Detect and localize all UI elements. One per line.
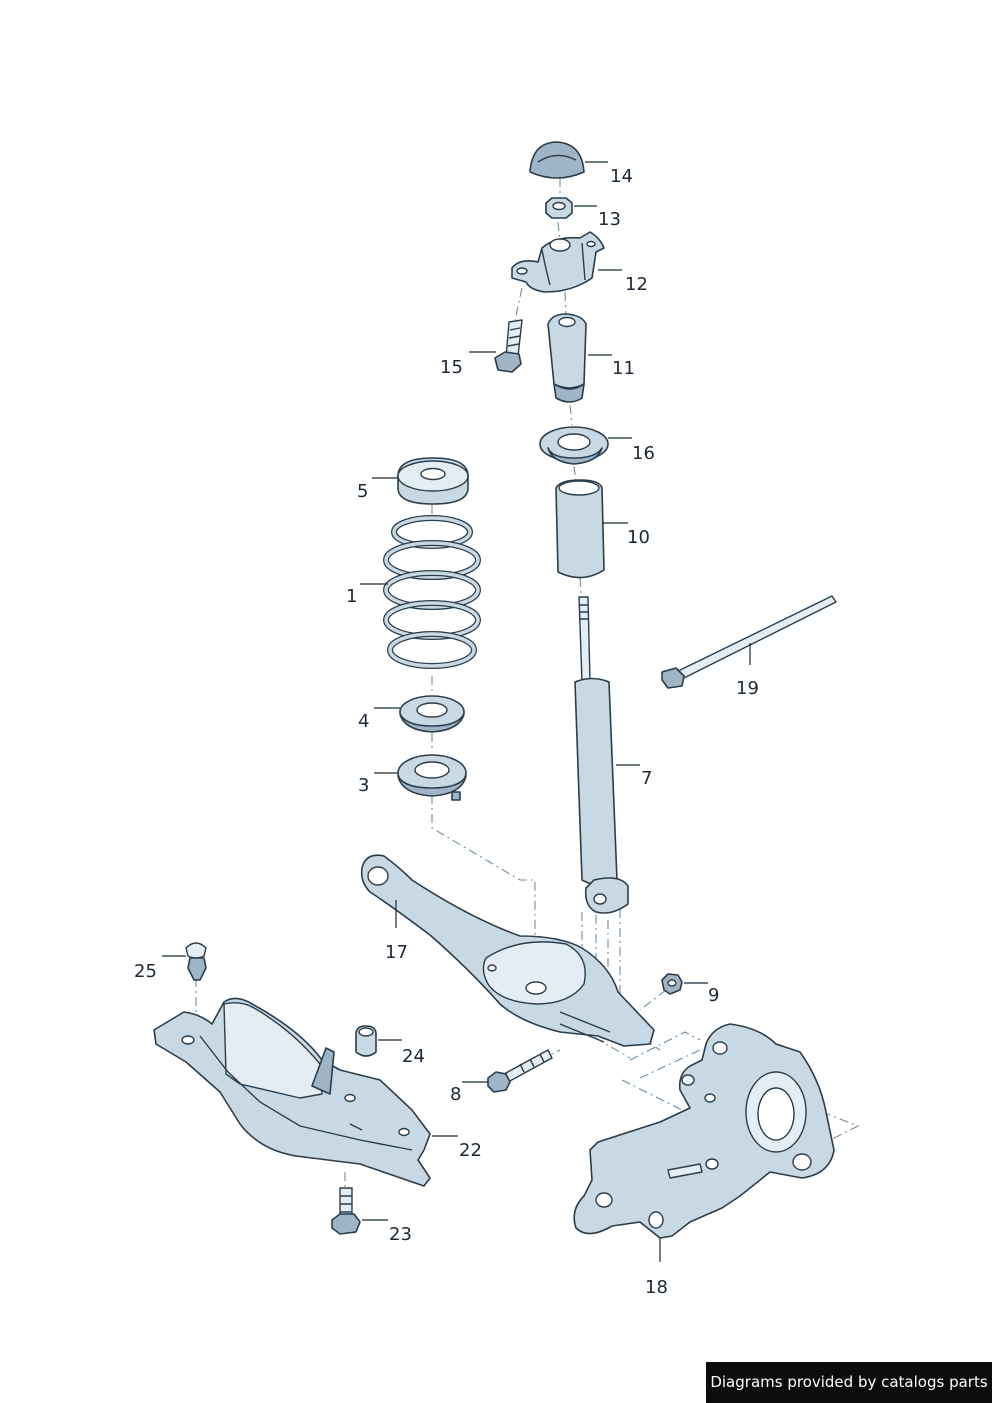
callout-14: 14 bbox=[610, 166, 633, 187]
part-3-lower-seat bbox=[397, 754, 467, 801]
callout-24: 23 bbox=[389, 1224, 412, 1245]
part-16-upper-seat bbox=[539, 426, 609, 465]
part-17-spring-link bbox=[360, 854, 655, 1047]
part-18-wheel-bearing-housing bbox=[573, 1023, 835, 1239]
part-7-shock-absorber bbox=[574, 596, 629, 914]
callout-labels: 14 13 12 15 11 16 10 5 1 4 3 7 19 17 9 8… bbox=[134, 166, 759, 1298]
part-11-bump-stop bbox=[547, 313, 587, 403]
part-8-bolt bbox=[487, 1049, 553, 1093]
callout-8: 8 bbox=[450, 1084, 461, 1105]
part-9-nut bbox=[661, 973, 683, 995]
part-24-bolt bbox=[331, 1187, 361, 1235]
callout-17: 17 bbox=[385, 942, 408, 963]
callout-12: 12 bbox=[625, 274, 648, 295]
credit-banner: Diagrams provided by catalogs parts bbox=[706, 1362, 992, 1403]
callout-11: 11 bbox=[612, 358, 635, 379]
part-22-guard-plate bbox=[153, 997, 431, 1187]
callout-7: 7 bbox=[641, 768, 652, 789]
callout-5: 5 bbox=[357, 481, 368, 502]
part-1-coil-spring bbox=[383, 515, 481, 669]
callout-10: 10 bbox=[627, 527, 650, 548]
part-25-clip bbox=[185, 942, 207, 981]
callout-1: 1 bbox=[346, 586, 357, 607]
part-23-bushing bbox=[355, 1025, 377, 1057]
callout-18: 18 bbox=[645, 1277, 668, 1298]
part-10-protective-sleeve bbox=[555, 479, 605, 579]
part-5-spring-pad bbox=[397, 457, 469, 505]
callout-16: 16 bbox=[632, 443, 655, 464]
part-14-cap bbox=[529, 141, 585, 179]
callout-4: 4 bbox=[358, 711, 369, 732]
callout-23: 24 bbox=[402, 1046, 425, 1067]
callout-15: 15 bbox=[440, 357, 463, 378]
part-4-spring-seat bbox=[399, 695, 465, 733]
callout-3: 3 bbox=[358, 775, 369, 796]
part-12-strut-mount bbox=[511, 231, 605, 293]
leader-lines bbox=[162, 161, 751, 1262]
callout-9: 9 bbox=[708, 985, 719, 1006]
part-15-bolt bbox=[494, 319, 523, 373]
callout-25: 25 bbox=[134, 961, 157, 982]
callout-19: 19 bbox=[736, 678, 759, 699]
callout-13: 13 bbox=[598, 209, 621, 230]
part-13-nut bbox=[545, 197, 573, 219]
callout-22: 22 bbox=[459, 1140, 482, 1161]
part-19-cable-tie bbox=[661, 595, 837, 689]
